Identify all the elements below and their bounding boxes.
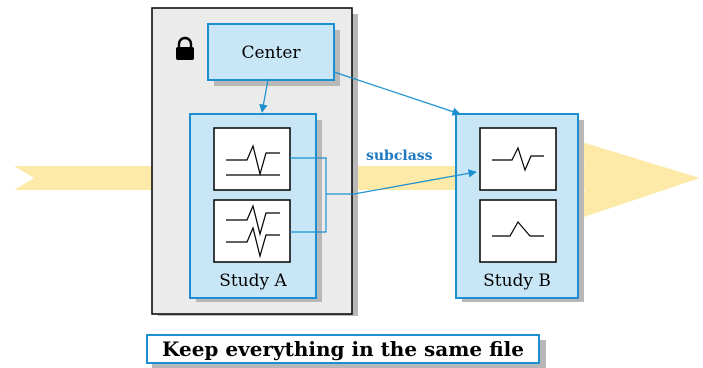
peak-icon [492, 220, 544, 237]
study-b-label: Study B [483, 271, 551, 291]
study-a-box: Study A [189, 113, 322, 302]
study-b-signal-panel-2 [479, 199, 557, 263]
waveform-icon [226, 204, 280, 237]
study-a-signal-panel-1 [213, 127, 291, 191]
study-a-signal-panel-2 [213, 199, 291, 263]
center-label: Center [241, 43, 301, 63]
study-b-signal-panel-1 [479, 127, 557, 191]
subclass-label: subclass [366, 148, 433, 164]
study-a-label: Study A [219, 271, 287, 291]
lock-icon [176, 36, 194, 60]
subclass-connector [290, 157, 476, 233]
center-to-study-b-arrow [333, 71, 461, 116]
center-to-study-a-arrow [259, 79, 269, 113]
caption-box: Keep everything in the same file [146, 334, 540, 364]
center-box: Center [207, 23, 340, 86]
waveform-icon [226, 144, 280, 177]
waveform-icon [492, 146, 544, 172]
study-b-box: Study B [455, 113, 584, 302]
waveform-icon [226, 226, 280, 259]
